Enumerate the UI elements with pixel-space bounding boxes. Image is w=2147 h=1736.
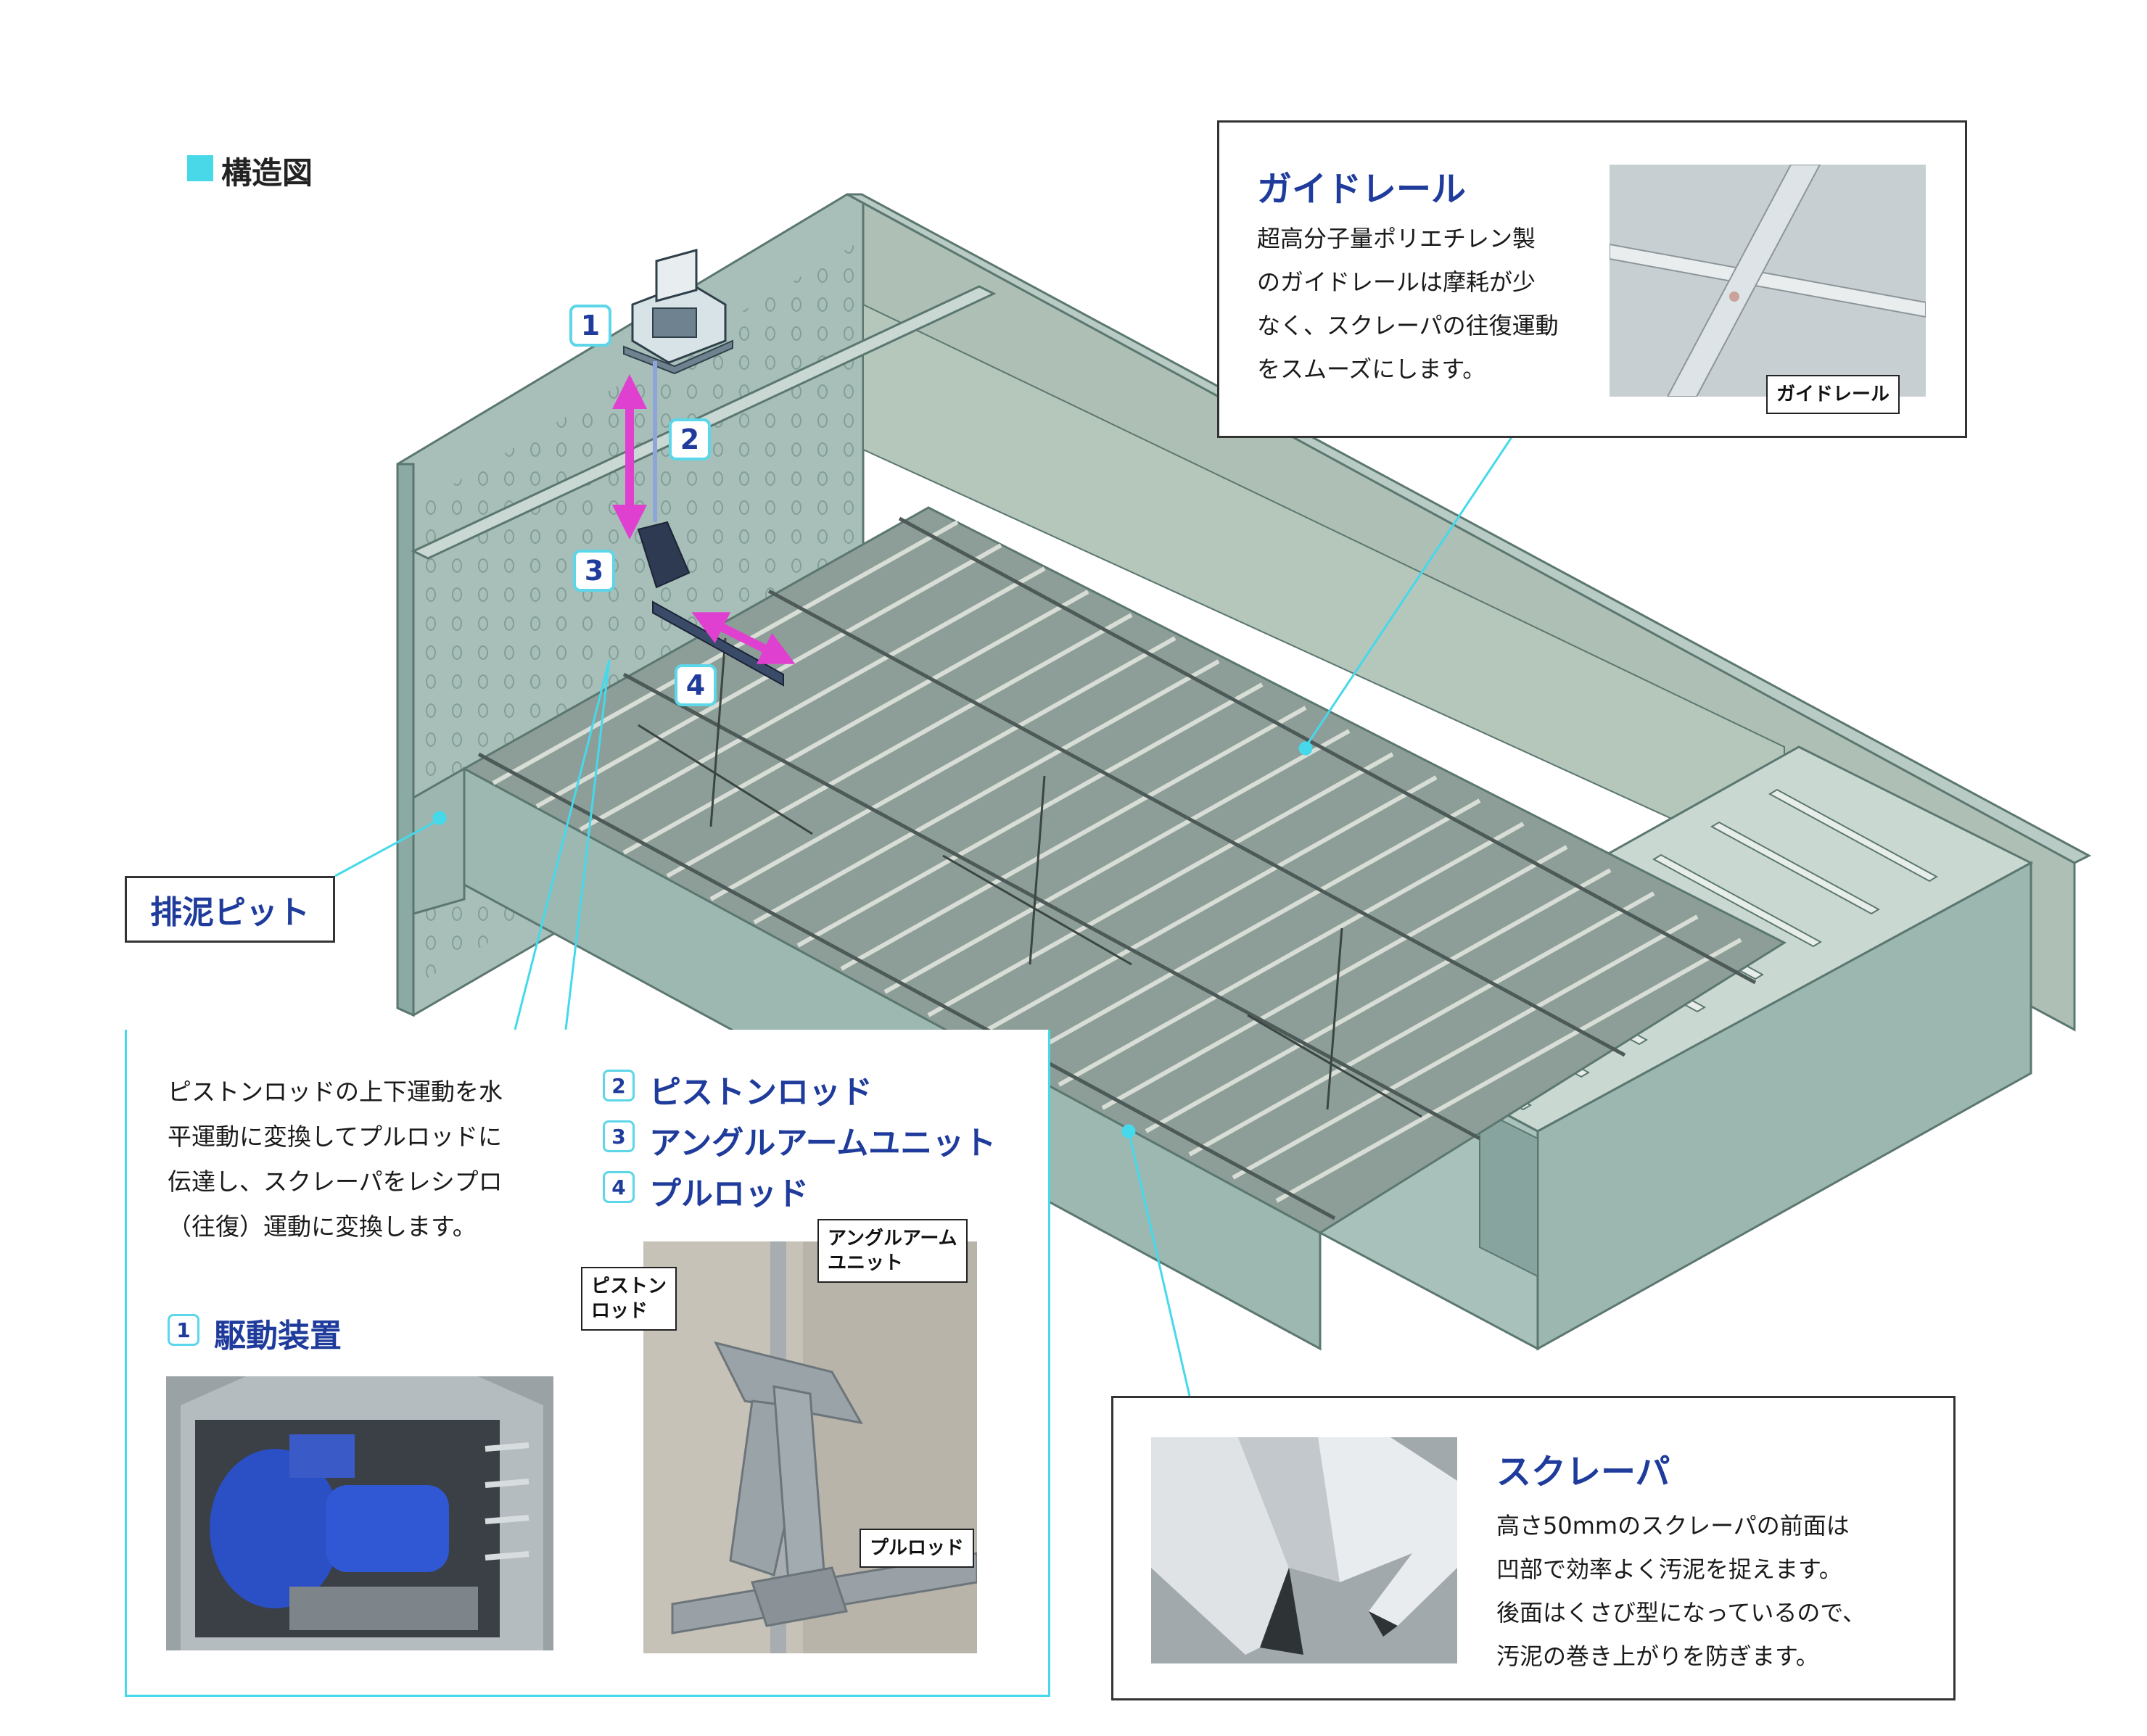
end-channel: [1479, 1108, 1538, 1278]
piston-rod-label: ピストンロッド: [649, 1074, 873, 1111]
mechanism-line-4: （往復）運動に変換します。: [168, 1212, 477, 1241]
mechanism-line-2: 平運動に変換してプルロッドに: [168, 1123, 503, 1151]
angle-arm-tag-line-1: アングルアーム: [828, 1228, 957, 1249]
drive-unit-illustration: [623, 249, 733, 375]
sludge-pit-label: 排泥ピット: [125, 876, 335, 943]
item-number-4: 4: [603, 1171, 635, 1203]
page-title: 構造図: [221, 155, 313, 191]
guide-rail-line-2: のガイドレールは摩耗が少: [1257, 268, 1536, 296]
item-number-2: 2: [603, 1070, 635, 1101]
left-wall-front: [396, 463, 415, 1017]
piston-rod-photo-tag: ピストン ロッド: [581, 1267, 677, 1331]
guide-rail-description: 超高分子量ポリエチレン製 のガイドレールは摩耗が少 なく、スクレーパの往復運動 …: [1257, 217, 1559, 391]
scraper-photo: [1151, 1437, 1457, 1663]
diagram-number-4: 4: [675, 664, 717, 706]
diagram-number-1: 1: [569, 305, 611, 347]
front-sill: [412, 766, 466, 915]
mechanism-line-3: 伝達し、スクレーパをレシプロ: [168, 1167, 503, 1196]
pull-rod-photo-tag: プルロッド: [860, 1529, 975, 1568]
piston-rod-tag-line-1: ピストン: [591, 1276, 667, 1297]
guide-rail-photo: [1610, 165, 1926, 397]
scraper-heading: スクレーパ: [1496, 1452, 1670, 1492]
guide-rail-heading: ガイドレール: [1257, 169, 1467, 210]
angle-arm-unit-label: アングルアームユニット: [649, 1125, 997, 1162]
scraper-callout: スクレーパ 高さ50mmのスクレーパの前面は 凹部で効率よく汚泥を捉えます。 後…: [1111, 1396, 1956, 1700]
angle-arm-tag-line-2: ユニット: [828, 1252, 904, 1274]
scraper-line-3: 後面はくさび型になっているので、: [1496, 1599, 1866, 1627]
mechanism-line-1: ピストンロッドの上下運動を水: [168, 1078, 503, 1106]
drive-unit-photo: [166, 1376, 553, 1650]
item-number-3: 3: [603, 1120, 635, 1152]
guide-rail-line-4: をスムーズにします。: [1257, 355, 1486, 383]
scraper-description: 高さ50mmのスクレーパの前面は 凹部で効率よく汚泥を捉えます。 後面はくさび型…: [1496, 1504, 1866, 1678]
guide-rail-line-3: なく、スクレーパの往復運動: [1257, 312, 1559, 339]
diagram-number-3: 3: [573, 550, 615, 592]
angle-arm-photo-tag: アングルアーム ユニット: [817, 1219, 968, 1283]
scraper-blades: [492, 520, 1742, 1203]
guide-rail-callout: ガイドレール 超高分子量ポリエチレン製 のガイドレールは摩耗が少 なく、スクレー…: [1217, 120, 1967, 438]
title-marker: [187, 155, 213, 181]
diagram-number-2: 2: [669, 418, 711, 460]
drive-unit-label: 駆動装置: [214, 1318, 342, 1355]
horizontal-motion-arrow: [691, 612, 796, 664]
angle-arm-photo: [643, 1241, 977, 1653]
mechanism-callout: ピストンロッドの上下運動を水 平運動に変換してプルロッドに 伝達し、スクレーパを…: [125, 1030, 1050, 1697]
pull-rod-label: プルロッド: [649, 1175, 809, 1212]
mechanism-description: ピストンロッドの上下運動を水 平運動に変換してプルロッドに 伝達し、スクレーパを…: [168, 1070, 503, 1249]
scraper-line-2: 凹部で効率よく汚泥を捉えます。: [1496, 1555, 1842, 1583]
item-number-1: 1: [168, 1314, 199, 1346]
guide-rail-line-1: 超高分子量ポリエチレン製: [1257, 225, 1536, 252]
leader-lines: [334, 430, 1517, 1397]
cross-bracing: [638, 637, 1422, 1118]
scraper-line-4: 汚泥の巻き上がりを防ぎます。: [1496, 1642, 1819, 1670]
piston-rod-tag-line-2: ロッド: [591, 1300, 648, 1322]
pull-rods: [477, 516, 1757, 1220]
scraper-line-1: 高さ50mmのスクレーパの前面は: [1496, 1512, 1850, 1539]
guide-rail-photo-tag: ガイドレール: [1766, 375, 1900, 414]
scraper-frame: [461, 506, 1787, 1234]
motion-arrows: [612, 374, 796, 664]
